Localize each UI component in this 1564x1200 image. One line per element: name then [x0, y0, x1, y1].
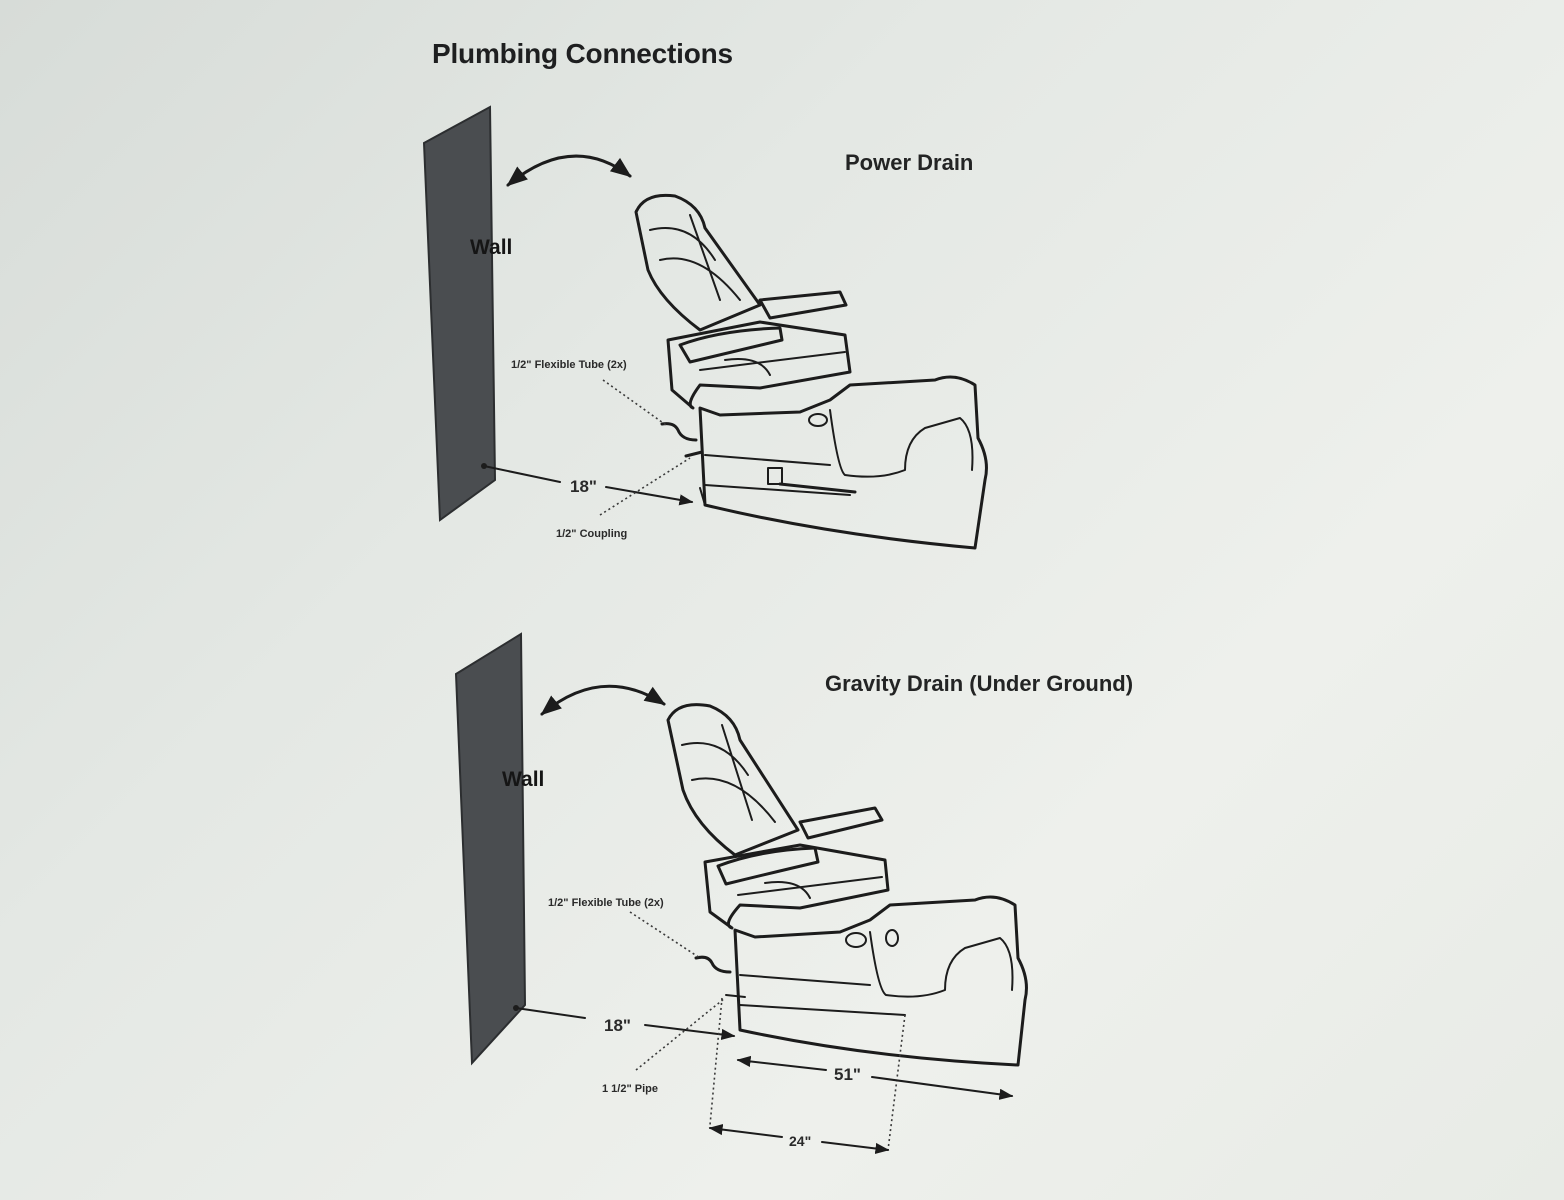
swing-arc-arrow — [540, 684, 666, 716]
flexible-tube-label: 1/2" Flexible Tube (2x) — [511, 359, 627, 371]
length-arrow-left — [736, 1055, 827, 1071]
pipe-label: 1 1/2" Pipe — [602, 1083, 658, 1095]
distance-arrow — [644, 1024, 736, 1041]
flexible-tube-label: 1/2" Flexible Tube (2x) — [548, 897, 664, 909]
width-arrow-left — [708, 1124, 783, 1138]
coupling-connector — [684, 450, 704, 458]
distance-arrow — [605, 486, 694, 506]
swing-arc-arrow — [506, 154, 632, 187]
flexible-tube-connector — [694, 955, 732, 974]
drain-pipe — [725, 994, 746, 998]
flexible-tube-connector — [660, 422, 698, 442]
distance-line — [483, 465, 561, 483]
width-arrow-right — [821, 1141, 890, 1155]
width-label: 24" — [789, 1133, 811, 1149]
power-drain-diagram: Wall 1/2" Flexible Tube (2x) 18" 1/2" — [422, 105, 988, 550]
distance-label: 18" — [604, 1016, 631, 1035]
wall-panel — [422, 105, 497, 522]
gravity-drain-title: Gravity Drain (Under Ground) — [825, 671, 1134, 696]
distance-label: 18" — [570, 477, 597, 496]
page-title: Plumbing Connections — [432, 38, 733, 69]
wall-label: Wall — [470, 236, 512, 259]
wall-panel — [454, 632, 527, 1066]
length-label: 51" — [834, 1065, 861, 1084]
gravity-drain-diagram: Wall 1/2" Flexible Tube (2x) 18" 1 1/2" … — [454, 632, 1028, 1155]
coupling-label: 1/2" Coupling — [556, 528, 627, 540]
length-arrow-right — [871, 1076, 1014, 1100]
pedicure-chair — [666, 703, 1028, 1067]
distance-line — [515, 1007, 586, 1019]
pedicure-chair — [634, 193, 988, 550]
power-drain-title: Power Drain — [845, 150, 974, 175]
wall-label: Wall — [502, 768, 544, 791]
